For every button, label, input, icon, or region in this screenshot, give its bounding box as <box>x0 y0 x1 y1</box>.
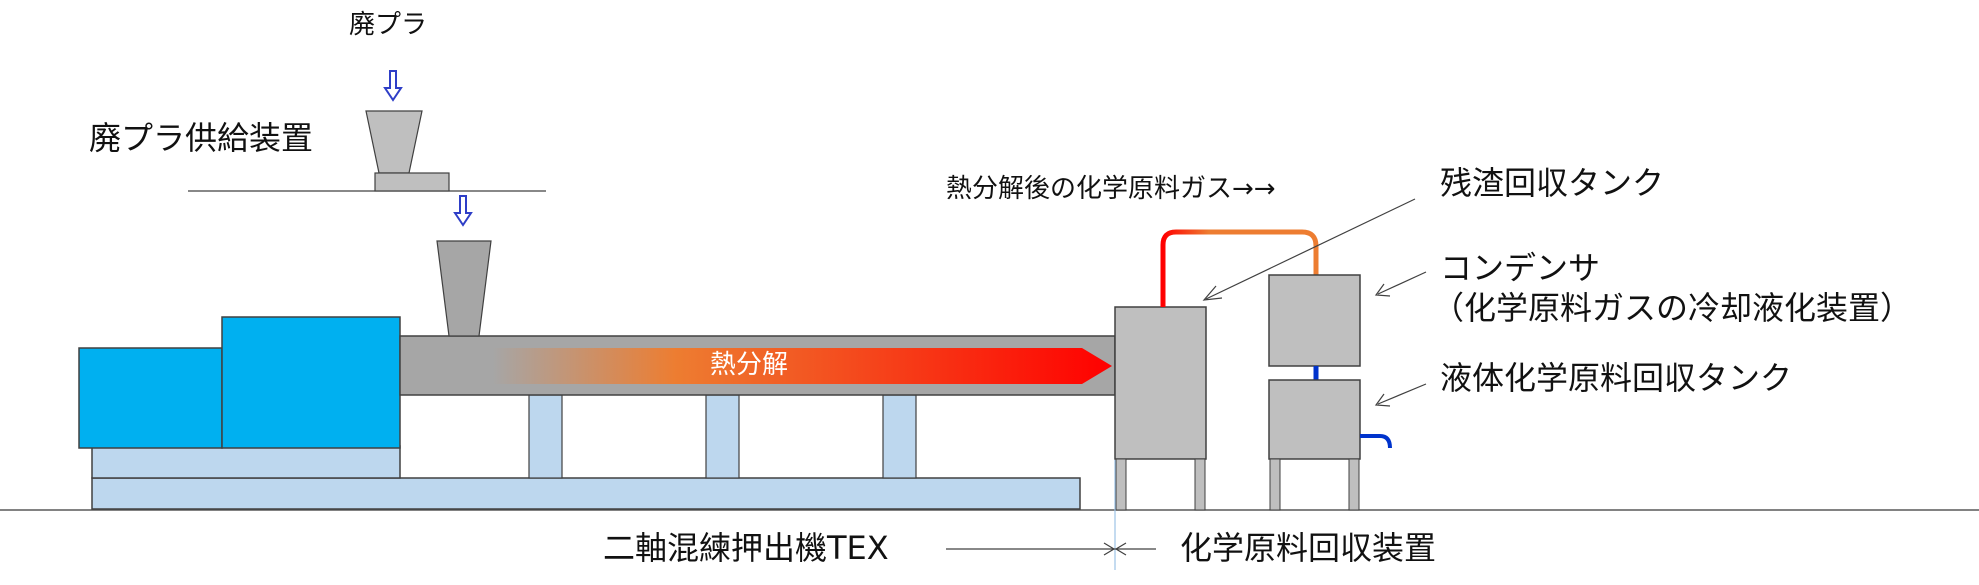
liquid-tank-label: 液体化学原料回収タンク <box>1440 359 1793 397</box>
motor-block <box>78 347 223 449</box>
feed-arrow-icon <box>383 70 403 102</box>
feeder-base <box>374 172 450 192</box>
tank-leg <box>1194 458 1206 511</box>
condenser-label: コンデンサ <box>1440 249 1601 287</box>
leader-line <box>1377 383 1427 405</box>
liquid-outlet-pipe <box>1360 434 1392 449</box>
leader-line <box>1377 271 1427 295</box>
barrel-support <box>705 394 740 479</box>
motor-base <box>91 445 401 479</box>
feeder-hopper <box>365 110 423 174</box>
extruder-label: 二軸混練押出機TEX <box>603 529 889 567</box>
gearbox-block <box>221 316 401 449</box>
extruder-hopper <box>436 240 492 337</box>
dimension-arrowhead <box>1114 542 1127 556</box>
liquid-tank <box>1268 379 1361 460</box>
tank-leg <box>1269 458 1281 511</box>
pyrolysis-label: 熱分解 <box>710 350 789 380</box>
waste-plastic-label: 廃プラ <box>349 10 428 40</box>
barrel-support <box>882 394 917 479</box>
leader-line <box>1205 198 1416 300</box>
feeder-label: 廃プラ供給装置 <box>89 119 314 157</box>
leader-arrowhead <box>1202 285 1223 301</box>
tank-leg <box>1115 458 1127 511</box>
gas-pipe <box>1160 229 1319 307</box>
feed-arrow-icon <box>453 195 473 227</box>
residue-tank-label: 残渣回収タンク <box>1440 164 1665 202</box>
tank-leg <box>1348 458 1360 511</box>
leader-arrowhead <box>1374 283 1391 297</box>
residue-tank <box>1114 306 1207 460</box>
condenser <box>1268 274 1361 367</box>
pyrolysis-gas-label: 熱分解後の化学原料ガス→→ <box>946 174 1276 204</box>
extruder-base <box>91 477 1081 510</box>
recovery-device-label: 化学原料回収装置 <box>1180 529 1437 567</box>
barrel-support <box>528 394 563 479</box>
pyrolysis-arrow <box>408 348 1112 384</box>
leader-arrowhead <box>1374 393 1391 407</box>
dimension-arrowhead <box>1103 542 1116 556</box>
condenser-description: （化学原料ガスの冷却液化装置） <box>1432 289 1913 327</box>
